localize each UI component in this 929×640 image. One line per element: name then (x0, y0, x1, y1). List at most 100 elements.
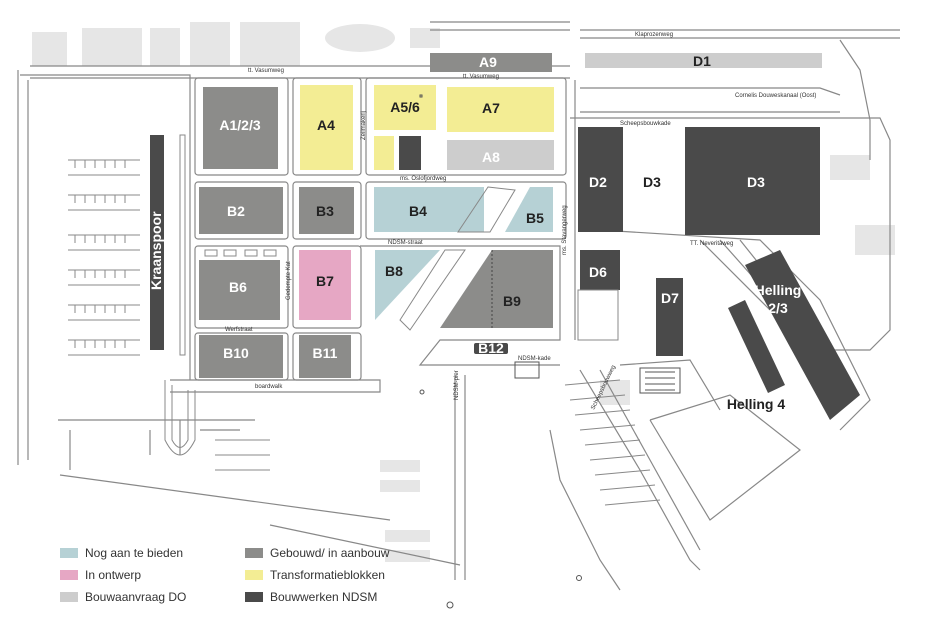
plot-b8[interactable] (375, 250, 440, 320)
plot-b5[interactable] (505, 187, 553, 232)
street-boardwalk: boardwalk (255, 384, 283, 390)
background-buildings (32, 22, 895, 562)
plot-d7[interactable] (656, 278, 683, 356)
legend-item-in-ontwerp: In ontwerp (60, 568, 141, 582)
label-helling-23-line1: Helling (755, 282, 802, 298)
street-oslofjordweg: ms. Oslofjordweg (400, 176, 446, 182)
label-d3-white: D3 (643, 174, 661, 190)
legend: Nog aan te bieden In ontwerp Bouwaanvraa… (60, 546, 480, 614)
street-ndsm-pier: NDSM-pier (454, 370, 460, 400)
label-a56: A5/6 (390, 99, 420, 115)
plot-a8[interactable] (447, 140, 554, 170)
right-docks (564, 379, 661, 506)
legend-item-gebouwd: Gebouwd/ in aanbouw (245, 546, 389, 560)
label-b2: B2 (227, 203, 245, 219)
left-docks (68, 159, 270, 471)
legend-item-transformatieblokken: Transformatieblokken (245, 568, 385, 582)
label-a8: A8 (482, 149, 500, 165)
plot-b7[interactable] (299, 250, 351, 320)
plot-b9[interactable] (440, 250, 553, 328)
label-b5: B5 (526, 210, 544, 226)
street-werfstraat: Werfstraat (225, 327, 253, 333)
street-cornelis: Cornelis Douweskanaal (Oost) (735, 93, 816, 99)
street-klaprozenweg: Klaprozenweg (635, 32, 673, 38)
plot-b8-outline (399, 249, 466, 331)
street-zeilmakerij: Zeilmakerij (361, 111, 367, 140)
plot-a56-dark[interactable] (399, 136, 421, 170)
label-b3: B3 (316, 203, 334, 219)
kraanspoor-side-track (179, 134, 186, 356)
plot-a123[interactable] (203, 87, 278, 169)
legend-swatch (60, 570, 78, 580)
label-a9: A9 (479, 54, 497, 70)
plot-b4-outline (457, 186, 516, 233)
street-scheepsbouwkade: Scheepsbouwkade (620, 121, 671, 127)
label-kraanspoor: Kraanspoor (148, 211, 164, 290)
plot-b3[interactable] (299, 187, 354, 234)
street-ndsm-kade: NDSM-kade (518, 356, 551, 362)
legend-label: Transformatieblokken (270, 568, 385, 582)
plot-d6-outline (577, 289, 619, 341)
legend-label: Gebouwd/ in aanbouw (270, 546, 390, 560)
legend-swatch (245, 548, 263, 558)
label-b11: B11 (313, 345, 338, 361)
plot-a56-small[interactable] (374, 136, 394, 170)
label-helling-23-line2: 2/3 (768, 300, 788, 316)
plot-b4[interactable] (374, 187, 484, 232)
marker-circle-2 (576, 575, 582, 581)
label-d7: D7 (661, 290, 679, 306)
plot-b12[interactable] (474, 343, 508, 354)
label-b4: B4 (409, 203, 427, 219)
plot-a4[interactable] (300, 85, 353, 170)
plot-d6[interactable] (580, 250, 620, 290)
plot-b6[interactable] (199, 260, 280, 320)
plot-helling-4[interactable] (728, 300, 785, 393)
plot-a7[interactable] (447, 87, 554, 132)
legend-item-nog-aan-te-bieden: Nog aan te bieden (60, 546, 183, 560)
label-b9: B9 (503, 293, 521, 309)
label-d1: D1 (693, 53, 711, 69)
plot-kraanspoor[interactable] (150, 135, 164, 350)
plot-b2[interactable] (199, 187, 283, 234)
plot-a56[interactable] (374, 85, 436, 130)
plot-b10[interactable] (199, 335, 283, 378)
label-a7: A7 (482, 100, 500, 116)
label-a4: A4 (317, 117, 335, 133)
label-b6: B6 (229, 279, 247, 295)
marker-circle-3 (419, 389, 425, 395)
street-gedempte: Gedempte Kat (286, 261, 292, 300)
plot-d1[interactable] (585, 53, 822, 68)
label-d6: D6 (589, 264, 607, 280)
street-vasumweg-1: tt. Vasumweg (248, 68, 284, 74)
legend-label: Nog aan te bieden (85, 546, 184, 560)
plot-helling-23[interactable] (745, 250, 860, 420)
legend-label: Bouwwerken NDSM (270, 590, 378, 604)
plot-a9[interactable] (430, 53, 552, 72)
label-d2: D2 (589, 174, 607, 190)
label-b12: B12 (478, 340, 504, 356)
label-b10: B10 (223, 345, 249, 361)
legend-swatch (245, 570, 263, 580)
road-outlines (17, 21, 900, 591)
plot-d2[interactable] (578, 127, 623, 232)
street-stavangerweg: ms. Stavangerweg (562, 205, 568, 255)
label-helling-4: Helling 4 (727, 396, 786, 412)
street-ndsm-straat: NDSM-straat (388, 240, 423, 246)
legend-item-bouwwerken-ndsm: Bouwwerken NDSM (245, 590, 377, 604)
legend-swatch (245, 592, 263, 602)
legend-swatch (60, 592, 78, 602)
plot-d3[interactable] (685, 127, 820, 235)
legend-label: Bouwaanvraag DO (85, 590, 187, 604)
label-a123: A1/2/3 (219, 117, 260, 133)
street-vasumweg-2: tt. Vasumweg (463, 74, 499, 80)
label-b7: B7 (316, 273, 334, 289)
label-d3: D3 (747, 174, 765, 190)
street-neveritaweg: TT. Neveritaweg (690, 241, 733, 247)
legend-swatch (60, 548, 78, 558)
legend-item-bouwaanvraag-do: Bouwaanvraag DO (60, 590, 186, 604)
b6-small-boxes (204, 249, 277, 257)
plot-b11[interactable] (299, 335, 351, 378)
ndsm-kade-structures (419, 94, 681, 394)
label-b8: B8 (385, 263, 403, 279)
